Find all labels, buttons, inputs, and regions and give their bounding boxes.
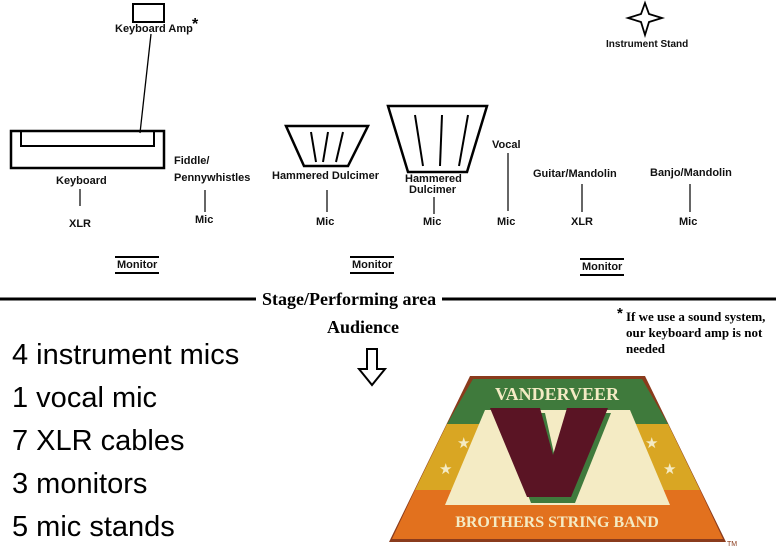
logo-trademark: TM (727, 541, 737, 548)
logo-bottom-text: BROTHERS STRING BAND (455, 514, 659, 531)
monitor-label: Monitor (350, 256, 395, 274)
equipment-list: 4 instrument mics 1 vocal mic 7 XLR cabl… (12, 334, 239, 549)
fiddle-label-line2: Pennywhistles (174, 172, 251, 184)
logo-star: ★ (439, 460, 452, 478)
vocal-label: Vocal (492, 139, 521, 151)
dulcimer1-string (322, 131, 329, 163)
band-logo: ★ ★ ★ ★ VANDERVEER BROTHERS STRING BAND … (389, 376, 737, 548)
instrument-stand-label: Instrument Stand (606, 39, 689, 50)
dulcimer1-string (335, 131, 344, 163)
banjo-mic-label: Mic (679, 216, 698, 228)
footnote-marker: * (617, 305, 623, 322)
dulcimer2-string (414, 114, 424, 167)
dulcimer1-mic-label: Mic (316, 216, 335, 228)
logo-star: ★ (663, 460, 676, 478)
logo-top-text: VANDERVEER (495, 384, 620, 404)
dulcimer2-string (439, 114, 443, 167)
footnote-text: If we use a sound system, our keyboard a… (626, 309, 766, 356)
fiddle-mic-label: Mic (195, 214, 214, 226)
equipment-item: 5 mic stands (12, 511, 175, 543)
dulcimer2-string (458, 114, 469, 167)
logo-star: ★ (457, 434, 470, 452)
monitor-label: Monitor (580, 258, 625, 276)
guitar-label: Guitar/Mandolin (533, 168, 617, 180)
equipment-item: 1 vocal mic (12, 382, 158, 414)
fiddle-label-line1: Fiddle/ (174, 155, 210, 167)
monitor-label: Monitor (115, 256, 160, 274)
dulcimer2-label-line1: Hammered (405, 173, 462, 185)
equipment-item: 7 XLR cables (12, 425, 185, 457)
dulcimer2-shape (386, 104, 489, 174)
stage-area-label: Stage/Performing area (256, 289, 443, 310)
guitar-xlr-label: XLR (571, 216, 593, 228)
keyboard-xlr-label: XLR (69, 218, 91, 230)
keyboard-shape (9, 129, 166, 170)
keyboard-amp-label: Keyboard Amp (115, 23, 193, 35)
dulcimer1-string (310, 131, 317, 163)
dulcimer2-label-line2: Dulcimer (409, 184, 457, 196)
keyboard-label: Keyboard (56, 175, 107, 187)
vocal-mic-label: Mic (497, 216, 516, 228)
banjo-label: Banjo/Mandolin (650, 167, 732, 179)
logo-letter (490, 408, 608, 497)
equipment-item: 3 monitors (12, 468, 148, 500)
dulcimer1-label: Hammered Dulcimer (272, 170, 379, 182)
amp-note-marker: * (192, 16, 199, 33)
amp-cable-line (139, 33, 152, 134)
equipment-item: 4 instrument mics (12, 339, 240, 371)
audience-arrow-icon (356, 348, 388, 387)
audience-label: Audience (327, 317, 399, 337)
dulcimer2-mic-label: Mic (423, 216, 442, 228)
dulcimer1-shape (284, 124, 371, 168)
keyboard-inner-shape (20, 130, 155, 147)
keyboard-amp-shape (132, 3, 165, 23)
instrument-stand-icon (624, 0, 666, 39)
logo-star: ★ (645, 434, 658, 452)
